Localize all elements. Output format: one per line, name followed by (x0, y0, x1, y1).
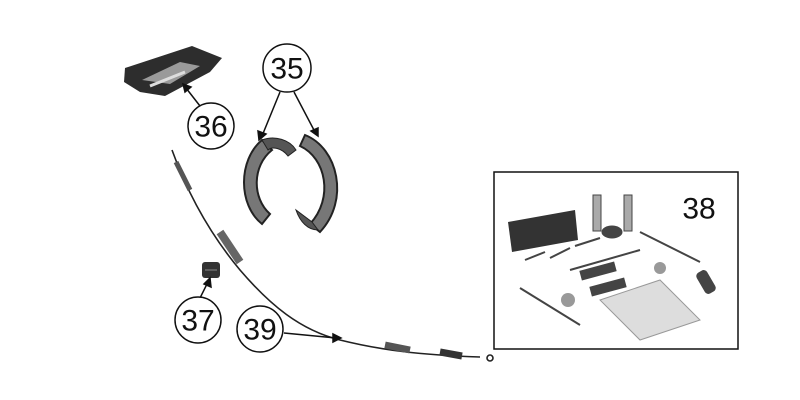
hardware-kit-box: 38 (493, 171, 739, 350)
callout-label: 35 (270, 53, 303, 86)
callout-35: 35 (262, 43, 312, 93)
bracket-part (124, 46, 222, 96)
callout-37: 37 (174, 296, 222, 344)
callout-label: 36 (194, 111, 227, 144)
callout-36: 36 (187, 102, 235, 150)
callout-label: 39 (243, 314, 276, 347)
callout-label: 37 (181, 305, 214, 338)
callout-39: 39 (236, 305, 284, 353)
leader-lines (181, 82, 343, 344)
brake-shoes-part (243, 133, 339, 234)
grommet-part (202, 262, 220, 278)
callout-label: 38 (682, 193, 715, 226)
cable-part (171, 149, 494, 362)
